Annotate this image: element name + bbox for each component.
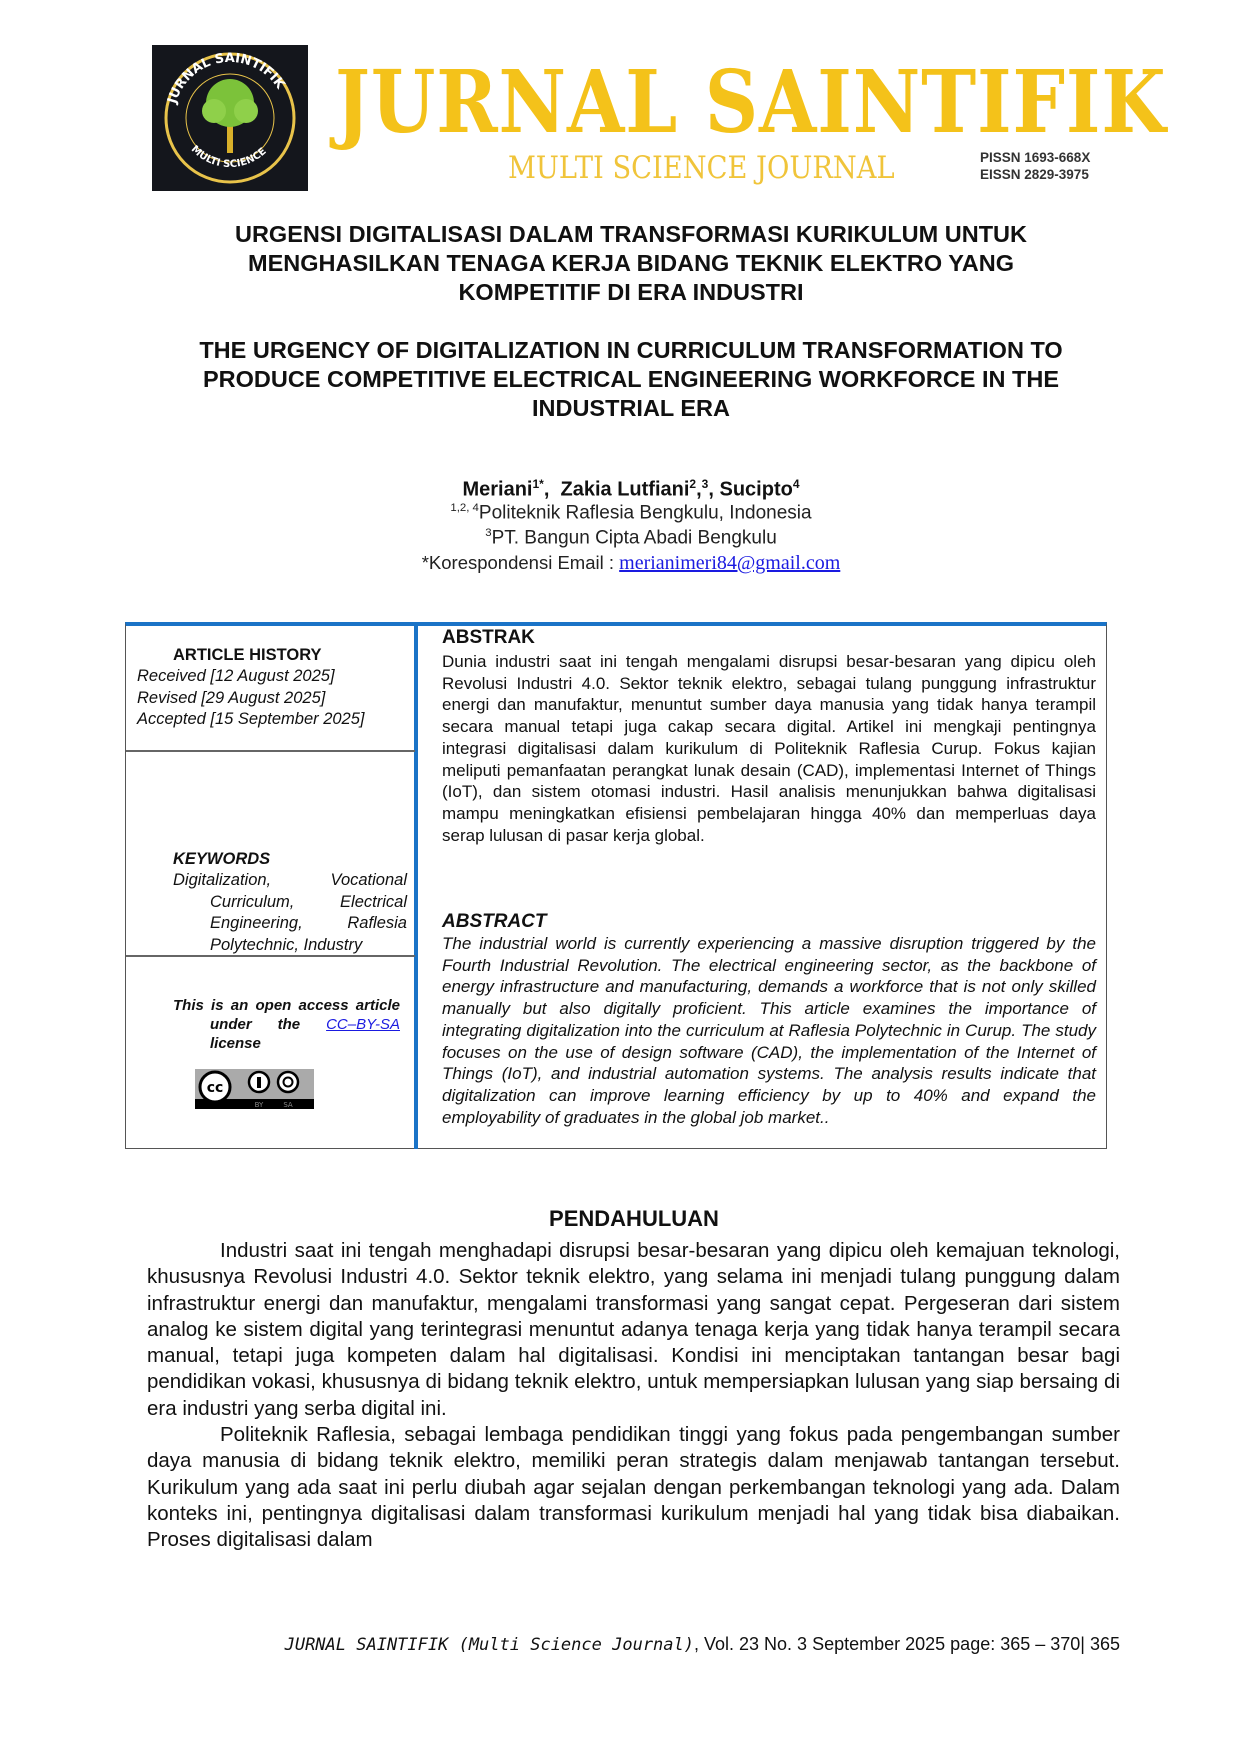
author-sup: 2 xyxy=(689,477,697,491)
row-divider xyxy=(126,750,415,752)
abstract-box xyxy=(125,622,1107,1149)
tree-seal-icon: JURNAL SAINTIFIK MULTI SCIENCE xyxy=(164,51,296,184)
paragraph: Politeknik Raflesia, sebagai lembaga pen… xyxy=(147,1423,1120,1552)
aff-sup: 3 xyxy=(485,527,492,539)
issn-block: PISSN 1693-668X EISSN 2829-3975 xyxy=(980,149,1090,183)
title-indonesian: URGENSI DIGITALISASI DALAM TRANSFORMASI … xyxy=(140,220,1122,307)
author-sup: 1* xyxy=(532,477,544,491)
history-heading: ARTICLE HISTORY xyxy=(173,646,322,664)
affiliation-1: 1,2, 4Politeknik Raflesia Bengkulu, Indo… xyxy=(0,502,1240,524)
keywords-list: Digitalization, Vocational Curriculum, E… xyxy=(173,871,407,954)
aff-text: Politeknik Raflesia Bengkulu, Indonesia xyxy=(478,502,812,524)
author: Meriani xyxy=(462,478,533,501)
title-line: MENGHASILKAN TENAGA KERJA BIDANG TEKNIK … xyxy=(248,250,1014,276)
title-line: KOMPETITIF DI ERA INDUSTRI xyxy=(458,279,804,305)
abstract-heading: ABSTRACT xyxy=(442,911,547,932)
license-note: This is an open access article under the… xyxy=(173,996,400,1053)
affiliation-2: 3PT. Bangun Cipta Abadi Bengkulu xyxy=(0,527,1240,549)
author: Sucipto xyxy=(719,478,793,501)
author: Zakia Lutfiani xyxy=(560,478,690,501)
license-link[interactable]: CC–BY-SA xyxy=(326,1016,400,1033)
page-footer: JURNAL SAINTIFIK (Multi Science Journal)… xyxy=(147,1634,1120,1655)
email-label: *Korespondensi Email : xyxy=(421,552,620,573)
body-text: Industri saat ini tengah menghadapi disr… xyxy=(147,1238,1120,1554)
eissn: EISSN 2829-3975 xyxy=(980,167,1089,182)
column-divider xyxy=(414,622,418,1149)
title-english: THE URGENCY OF DIGITALIZATION IN CURRICU… xyxy=(140,336,1122,423)
title-line: URGENSI DIGITALISASI DALAM TRANSFORMASI … xyxy=(234,221,1027,247)
footer-journal: JURNAL SAINTIFIK (Multi Science Journal) xyxy=(284,1635,694,1655)
article-history: Received [12 August 2025] Revised [29 Au… xyxy=(137,666,365,731)
abstract-text: The industrial world is currently experi… xyxy=(442,934,1096,1127)
journal-name: JURNAL SAINTIFIK xyxy=(335,52,1167,153)
title-line: INDUSTRIAL ERA xyxy=(531,395,731,421)
footer-info: , Vol. 23 No. 3 September 2025 page: 365… xyxy=(694,1634,1120,1654)
email-link[interactable]: merianimeri84@gmail.com xyxy=(619,552,841,574)
aff-text: PT. Bangun Cipta Abadi Bengkulu xyxy=(491,527,777,549)
svg-text:cc: cc xyxy=(207,1080,224,1096)
license-suffix: license xyxy=(210,1035,261,1052)
svg-text:SA: SA xyxy=(283,1101,293,1109)
abstrak-heading: ABSTRAK xyxy=(442,627,535,648)
revised-date: Revised [29 August 2025] xyxy=(137,688,326,707)
row-divider xyxy=(126,955,415,957)
cc-icon: cc BY SA xyxy=(198,1070,300,1109)
paragraph: Industri saat ini tengah menghadapi disr… xyxy=(147,1239,1120,1420)
aff-sup: 1,2, 4 xyxy=(450,502,479,514)
abstrak-text: Dunia industri saat ini tengah mengalami… xyxy=(442,652,1096,845)
journal-subtitle: MULTI SCIENCE JOURNAL xyxy=(508,150,895,186)
pissn: PISSN 1693-668X xyxy=(980,150,1091,165)
correspondence: *Korespondensi Email : merianimeri84@gma… xyxy=(0,552,1240,575)
license-text: This is an open access article under the xyxy=(173,997,400,1033)
title-line: THE URGENCY OF DIGITALIZATION IN CURRICU… xyxy=(199,337,1063,363)
svg-text:BY: BY xyxy=(255,1101,264,1109)
accepted-date: Accepted [15 September 2025] xyxy=(137,710,365,728)
received-date: Received [12 August 2025] xyxy=(137,667,335,685)
journal-logo: JURNAL SAINTIFIK MULTI SCIENCE xyxy=(152,45,308,191)
keywords-heading: KEYWORDS xyxy=(173,850,271,868)
cc-by-sa-badge[interactable]: cc BY SA xyxy=(195,1069,314,1109)
section-heading: PENDAHULUAN xyxy=(549,1206,719,1231)
author-sup: 3 xyxy=(701,477,709,491)
title-line: PRODUCE COMPETITIVE ELECTRICAL ENGINEERI… xyxy=(202,366,1060,392)
author-list: Meriani1*, Zakia Lutfiani2,3, Sucipto4 xyxy=(462,477,800,501)
author-sup: 4 xyxy=(792,477,800,491)
